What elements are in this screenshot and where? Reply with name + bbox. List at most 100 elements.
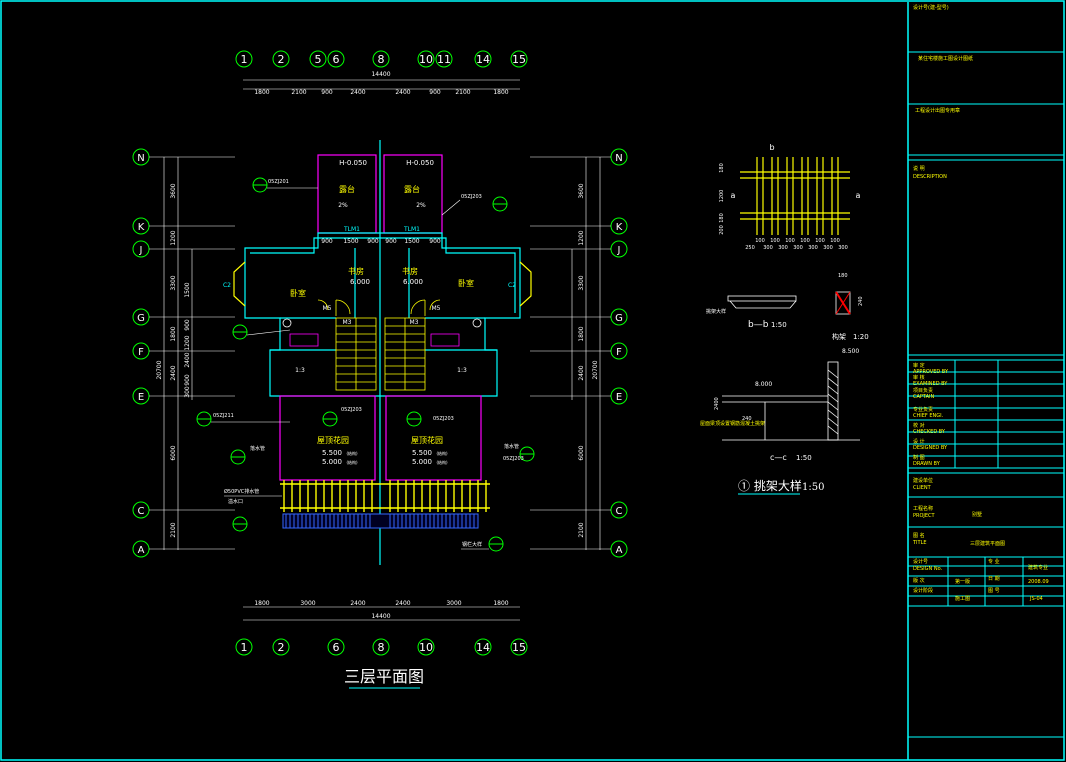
- axis-l-J: J: [139, 245, 143, 256]
- note-ref3: 05ZJ211: [213, 413, 234, 419]
- tb-draw-en: DRAWN BY: [913, 461, 941, 467]
- cc-lv85: 8.500: [842, 348, 859, 355]
- level-6-left: 6.000: [350, 278, 370, 286]
- tb-stage-cn: 设计阶段: [913, 587, 933, 594]
- dim-l-1: 3600: [170, 183, 177, 198]
- balcony-level-right: H-0.050: [406, 159, 434, 167]
- axis-bot-5: 10: [419, 641, 433, 654]
- dim-top-6: 900: [429, 89, 441, 96]
- side-grid-ticks: [149, 156, 611, 550]
- tb-pm-cn: 项目负责: [913, 387, 933, 394]
- dim-r-3: 3300: [578, 275, 585, 290]
- note-drain-l: 落水管: [250, 445, 265, 452]
- building-walls: [233, 140, 532, 565]
- axis-labels-side: N K J G F E C A N K J G F E C A: [137, 153, 623, 556]
- beam-detail-text: 180 240 构架 1:20: [832, 273, 869, 341]
- tp-dh2-4: 300: [793, 245, 803, 251]
- dim-ls-6: 300: [184, 386, 191, 398]
- note-ref6: 05ZJ203: [503, 456, 524, 462]
- m3-right: M3: [410, 319, 419, 326]
- c2-right: C2: [508, 282, 516, 289]
- trellis-plan-dims: b a a 180 1200 180 200 100 100 100 100 1…: [719, 143, 861, 251]
- stair-left: [335, 317, 377, 391]
- tp-dh2-5: 300: [808, 245, 818, 251]
- dim-ls-1: 1500: [184, 282, 191, 297]
- tp-side-a2: a: [856, 191, 861, 200]
- tb-name-val: 三层建筑平面图: [970, 540, 1005, 547]
- note-rail: 钢栏大样: [462, 541, 482, 548]
- tb-sheet-val: JS-04: [1029, 596, 1043, 602]
- dim-r-6: 6000: [578, 445, 585, 460]
- dim-r-2: 1200: [578, 230, 585, 245]
- dim-ls-4: 2400: [184, 352, 191, 367]
- tb-date-val: 2008.09: [1028, 579, 1049, 585]
- section-bb-label: b—b: [748, 320, 769, 330]
- dim-top-4: 2400: [350, 89, 365, 96]
- level-55-right: 5.500: [412, 449, 432, 457]
- axis-top-1: 1: [241, 53, 248, 66]
- gutter-hatch: [282, 513, 479, 529]
- tp-dh2-7: 300: [838, 245, 848, 251]
- axis-top-7: 11: [437, 53, 451, 66]
- suffix-50-right: (结构): [436, 459, 448, 465]
- side-dims: 3600 1200 3300 1800 2400 6000 2100 20700…: [156, 183, 599, 537]
- leaders: [211, 187, 489, 550]
- tb-project-cn: 工程名称: [913, 505, 933, 512]
- axis-l-C: C: [138, 506, 145, 517]
- detail-title: ① 挑架大样: [738, 478, 802, 493]
- tb-client-en: CLIENT: [913, 485, 932, 491]
- tb-stage-val: 施工图: [955, 595, 970, 602]
- tb-pm-en: CAPTAIN: [913, 394, 934, 400]
- tp-dh-6: 100: [830, 238, 840, 244]
- bedroom-right: 卧室: [458, 278, 474, 288]
- main-title: 三层平面图: [344, 667, 424, 686]
- title-block: [908, 51, 1064, 738]
- tp-dh-1: 100: [755, 238, 765, 244]
- dim-l-3: 3300: [170, 275, 177, 290]
- dim-r-4: 1800: [578, 326, 585, 341]
- tp-side-b: b: [769, 143, 774, 152]
- railing: [280, 480, 490, 512]
- c2-left: C2: [223, 282, 231, 289]
- cc-note: 屋面梁顶设置钢筋混凝土挑架: [700, 420, 765, 427]
- tb-no-cn: 设计号: [913, 558, 928, 565]
- tp-dv-2: 1200: [719, 190, 725, 203]
- tb-exam-en: EXAMINED BY: [913, 381, 948, 387]
- axis-r-G: G: [615, 313, 623, 324]
- bedroom-left: 卧室: [290, 288, 306, 298]
- tb-check-cn: 校 对: [913, 422, 925, 429]
- dim-bot-4: 2400: [395, 600, 410, 607]
- dim-top-2: 2100: [291, 89, 306, 96]
- wd-6: 900: [429, 238, 441, 245]
- note-ref2: 05ZJ203: [461, 194, 482, 200]
- balcony-right: 露台: [404, 184, 420, 194]
- tb-approve-en: APPROVED BY: [913, 369, 949, 375]
- stair-right: [384, 317, 426, 391]
- tp-side-a: a: [731, 191, 736, 200]
- study-right: 书房: [402, 266, 418, 276]
- tp-dh2-3: 300: [778, 245, 788, 251]
- title-block-text: 设计号(建-型号) 某住宅楼施工图设计图纸 工程设计出图专用章 说 明 DESC…: [912, 4, 1049, 602]
- axis-top-9: 15: [512, 53, 526, 66]
- m5-left: M5: [323, 305, 332, 312]
- dim-bot-6: 1800: [493, 600, 508, 607]
- dim-ls-5: 900: [184, 374, 191, 386]
- m5-right: M5: [432, 305, 441, 312]
- dim-r-1: 3600: [578, 183, 585, 198]
- dim-l-4: 1800: [170, 326, 177, 341]
- tb-desc-cn: 说 明: [913, 165, 925, 172]
- axis-bubbles-bottom: [235, 638, 528, 656]
- tb-design-no: 设计号(建-型号): [913, 4, 949, 11]
- beam-detail: [835, 291, 851, 315]
- roof-garden-left: 屋顶花园: [317, 435, 349, 445]
- wd-2: 1500: [343, 238, 358, 245]
- dims-top: 14400 1800 2100 900 2400 2400 900 2100 1…: [254, 71, 508, 96]
- dim-r-7: 2100: [578, 522, 585, 537]
- dim-l-total: 20700: [156, 360, 163, 379]
- axis-bot-3: 6: [333, 641, 340, 654]
- balcony-left: 露台: [339, 184, 355, 194]
- axis-r-A: A: [616, 545, 623, 556]
- wd-5: 1500: [404, 238, 419, 245]
- wd-3: 900: [367, 238, 379, 245]
